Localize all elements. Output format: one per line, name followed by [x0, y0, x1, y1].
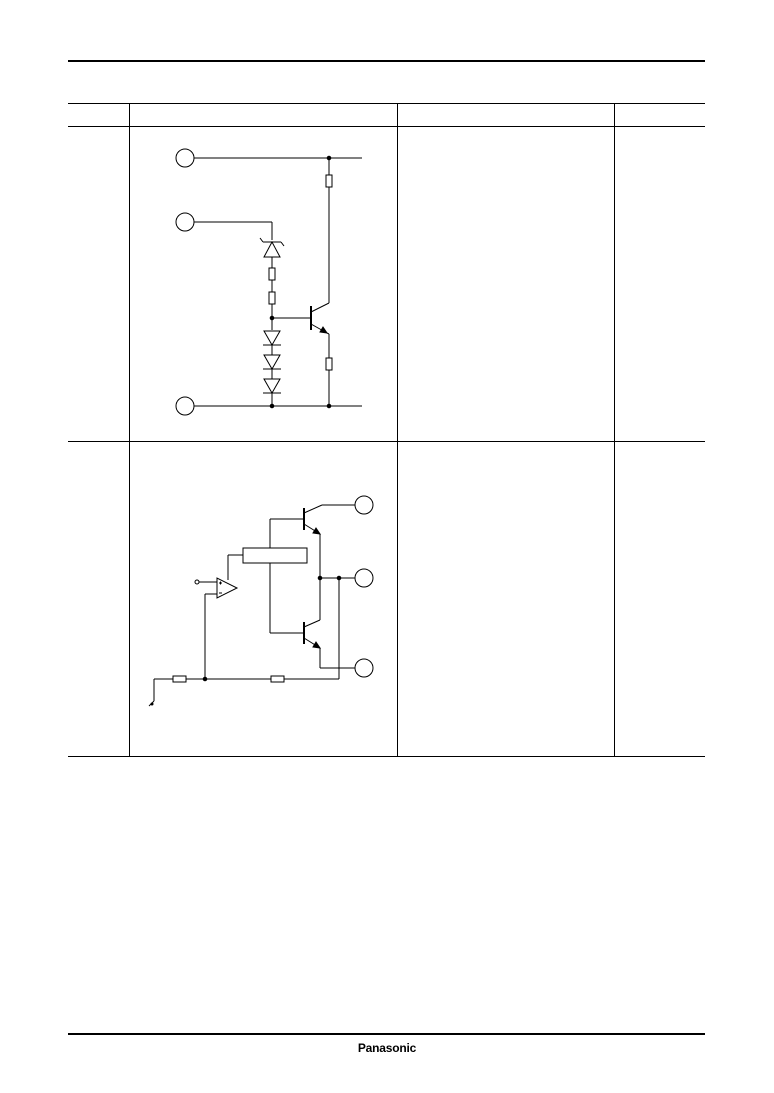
top-rule: [68, 60, 705, 62]
terminal-circle: [175, 212, 195, 232]
op-amp: [216, 577, 239, 599]
diode: [263, 354, 281, 371]
terminal-circle: [354, 658, 374, 678]
table-bottom-line: [68, 756, 705, 757]
table-col-divider-2: [397, 103, 398, 757]
footer-rule: [68, 1033, 705, 1035]
terminal-circle: [175, 148, 195, 168]
circuit-diagram-1: [175, 148, 362, 416]
npn-transistor-upper: [303, 504, 323, 535]
table-row-divider: [68, 441, 705, 442]
zener-diode: [259, 237, 285, 258]
resistor: [325, 174, 333, 188]
terminal-circle: [354, 568, 374, 588]
table-header-line: [68, 126, 705, 127]
resistor: [268, 291, 276, 305]
diode: [263, 330, 281, 347]
circuit-diagram-2: [148, 495, 374, 707]
junction-dot: [326, 403, 332, 409]
resistor: [270, 675, 285, 683]
panasonic-logo: Panasonic: [357, 1041, 417, 1055]
resistor: [268, 267, 276, 281]
junction-dot: [202, 676, 208, 682]
junction-dot: [150, 702, 154, 706]
control-block: [242, 547, 308, 564]
npn-transistor: [310, 302, 330, 334]
table-top-line: [68, 103, 705, 104]
diode: [263, 378, 281, 395]
table-col-divider-1: [129, 103, 130, 757]
terminal-circle: [175, 396, 195, 416]
npn-transistor-lower: [303, 619, 322, 649]
table-col-divider-3: [614, 103, 615, 757]
junction-dot: [269, 403, 275, 409]
resistor: [325, 357, 333, 371]
terminal-circle: [354, 495, 374, 515]
resistor: [172, 675, 187, 683]
wire: [326, 332, 330, 335]
input-terminal: [194, 579, 200, 585]
